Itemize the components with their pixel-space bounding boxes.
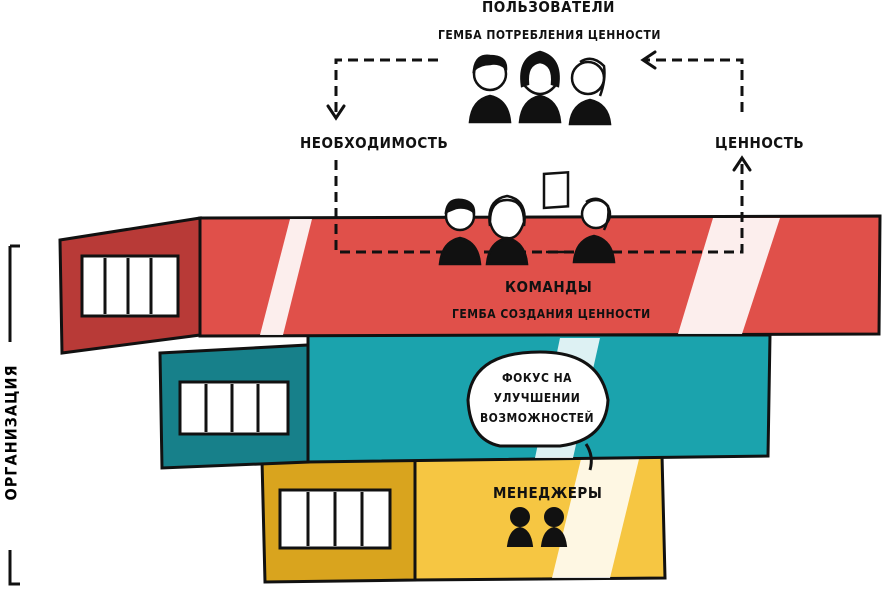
bubble-line-3: ВОЗМОЖНОСТЕЙ	[478, 408, 596, 428]
teams-subtitle: ГЕМБА СОЗДАНИЯ ЦЕННОСТИ	[452, 307, 651, 321]
organization-label: ОРГАНИЗАЦИЯ	[2, 391, 21, 501]
bubble-line-1: ФОКУС НА	[478, 368, 596, 388]
managers-title: МЕНЕДЖЕРЫ	[493, 484, 602, 502]
value-label: ЦЕННОСТЬ	[715, 134, 804, 152]
need-label: НЕОБХОДИМОСТЬ	[300, 134, 448, 152]
users-group	[470, 52, 610, 124]
teams-tier	[60, 216, 880, 353]
teams-title: КОМАНДЫ	[505, 278, 592, 296]
users-title: ПОЛЬЗОВАТЕЛИ	[482, 0, 615, 16]
managers-tier	[262, 455, 665, 582]
bubble-line-2: УЛУЧШЕНИИ	[478, 388, 596, 408]
capabilities-window	[180, 382, 288, 434]
managers-window	[280, 490, 390, 548]
teams-window	[82, 256, 178, 316]
users-subtitle: ГЕМБА ПОТРЕБЛЕНИЯ ЦЕННОСТИ	[438, 28, 661, 42]
capabilities-tier	[160, 335, 770, 468]
bubble-text: ФОКУС НА УЛУЧШЕНИИ ВОЗМОЖНОСТЕЙ	[478, 368, 596, 428]
